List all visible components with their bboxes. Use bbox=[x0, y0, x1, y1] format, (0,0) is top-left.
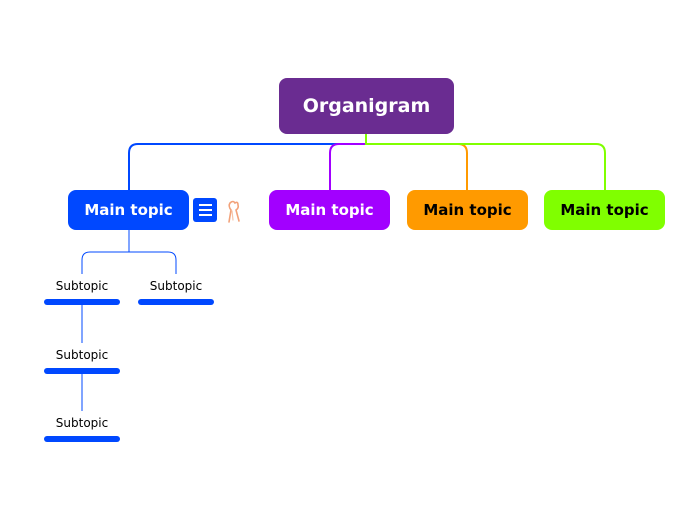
subtopic-4-underline bbox=[44, 436, 120, 442]
connector-main-topic-3 bbox=[365, 134, 468, 190]
main-topic-3[interactable]: Main topic bbox=[407, 190, 528, 230]
connector-subtopics bbox=[81, 230, 177, 274]
main-topic-2[interactable]: Main topic bbox=[269, 190, 390, 230]
subtopic-3-underline bbox=[44, 368, 120, 374]
connector-main-topic-1 bbox=[128, 134, 367, 190]
main-topic-1[interactable]: Main topic bbox=[68, 190, 189, 230]
subtopic-2-label[interactable]: Subtopic bbox=[149, 279, 203, 293]
root-topic[interactable]: Organigram bbox=[279, 78, 454, 134]
attachment-icon[interactable] bbox=[222, 198, 244, 224]
subtopic-3-label[interactable]: Subtopic bbox=[55, 348, 109, 362]
subtopic-1-label[interactable]: Subtopic bbox=[55, 279, 109, 293]
main-topic-4[interactable]: Main topic bbox=[544, 190, 665, 230]
subtopic-2-underline bbox=[138, 299, 214, 305]
connector-main-topic-4 bbox=[365, 134, 606, 190]
connector-main-topic-2 bbox=[329, 143, 366, 190]
subtopic-4-label[interactable]: Subtopic bbox=[55, 416, 109, 430]
subtopic-1-underline bbox=[44, 299, 120, 305]
notes-icon[interactable] bbox=[193, 198, 217, 222]
